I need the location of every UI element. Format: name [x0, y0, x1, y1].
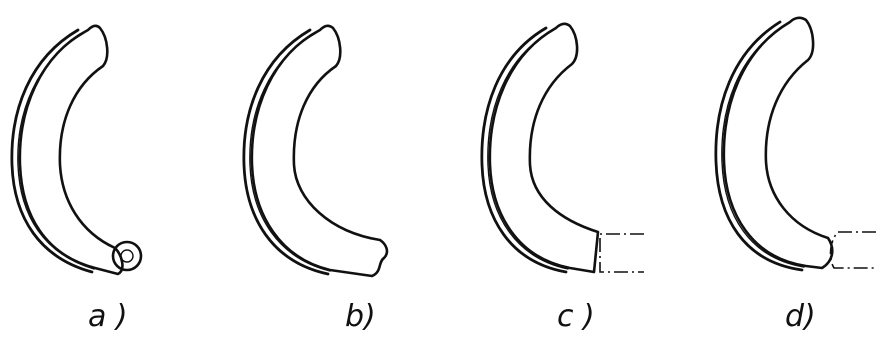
shoe-lining-outer [714, 20, 804, 272]
shoe-lining-inner [17, 32, 95, 270]
shoe-body-outline [722, 16, 834, 270]
shoe-lining-inner [721, 24, 805, 268]
pin-eye-boss [111, 240, 143, 272]
shoe-lining-outer [10, 28, 94, 274]
anchor-block-dashed [829, 231, 876, 269]
anchor-block-dashed [599, 233, 644, 273]
shoe-body-outline [18, 24, 124, 276]
pin-eye-hole [120, 249, 134, 263]
shoe-body-outline [488, 22, 600, 274]
panel-b-brake-shoe [242, 24, 389, 278]
panel-d-brake-shoe [714, 16, 876, 272]
panel-c-brake-shoe [480, 22, 644, 274]
shoe-lining-inner [249, 32, 331, 272]
panel-label-b: b) [345, 299, 376, 334]
panel-label-c: c ) [557, 299, 595, 334]
shoe-lining-outer [480, 26, 568, 274]
shoe-lining-outer [242, 28, 330, 276]
shoe-lining-inner [487, 30, 569, 270]
panel-label-d: d) [785, 299, 816, 334]
shoe-body-outline [250, 24, 389, 278]
panel-a-brake-shoe [10, 24, 143, 276]
panel-label-a: a ) [88, 299, 128, 334]
